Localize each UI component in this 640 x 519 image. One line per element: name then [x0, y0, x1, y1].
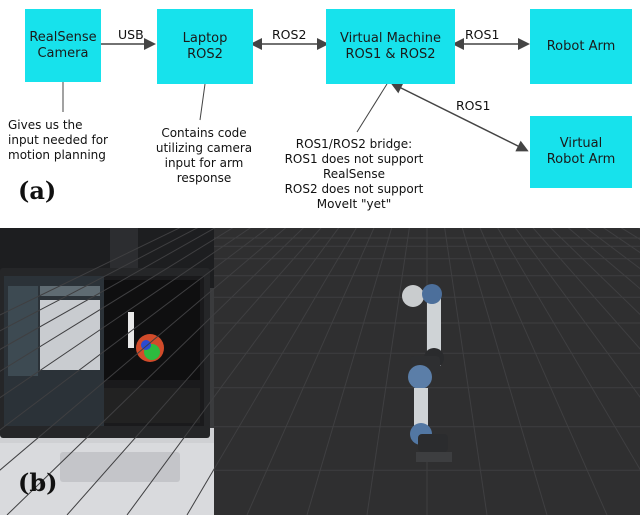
node-virtual-machine: Virtual Machine ROS1 & ROS2 — [326, 9, 455, 84]
panel-label-b: (b) — [18, 468, 58, 497]
node-virtual-robot-arm: Virtual Robot Arm — [530, 116, 632, 188]
photo-drawing — [0, 107, 640, 516]
note-vm-leader — [356, 83, 388, 133]
note-vm: ROS1/ROS2 bridge: ROS1 does not support … — [284, 137, 424, 211]
edge-ros1-virtual-label: ROS1 — [456, 98, 491, 113]
node-laptop-ros2: Laptop ROS2 — [157, 9, 253, 84]
edge-ros2-label: ROS2 — [272, 27, 307, 42]
note-laptop: Contains code utilizing camera input for… — [155, 126, 253, 185]
edge-ros1-virtual-line — [390, 82, 529, 152]
photo-panel: (b) — [0, 107, 640, 516]
note-camera: Gives us the input needed for motion pla… — [8, 118, 108, 162]
node-robot-arm: Robot Arm — [530, 9, 632, 84]
ur-robot-model — [402, 284, 452, 462]
connector-layer — [62, 38, 530, 152]
node-realsense-camera: RealSense Camera — [25, 9, 101, 82]
edge-ros1-arm-label: ROS1 — [465, 27, 500, 42]
edge-usb-label: USB — [118, 27, 144, 42]
panel-label-a: (a) — [18, 176, 57, 205]
note-laptop-leader — [199, 83, 206, 121]
